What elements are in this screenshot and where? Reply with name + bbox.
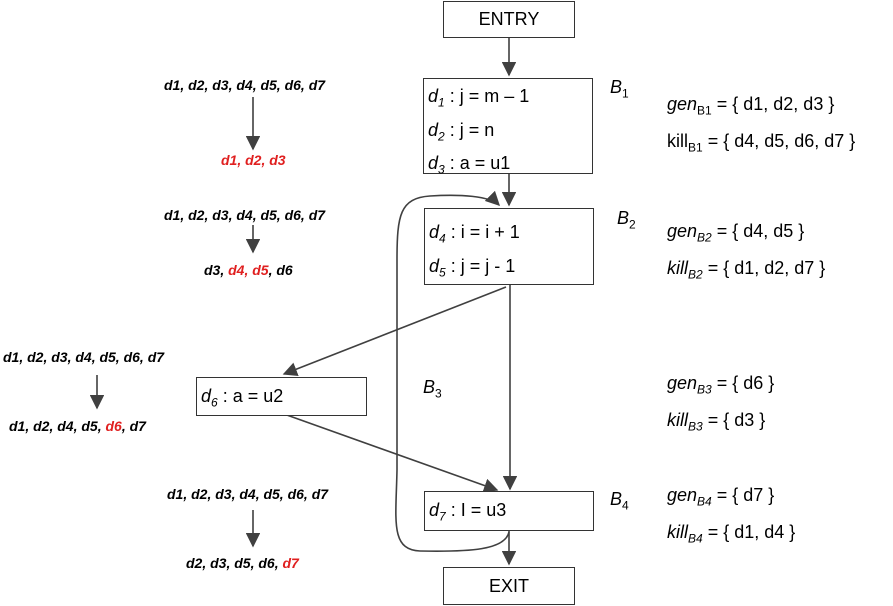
block-label-b2: B2: [617, 208, 636, 232]
stmt-d7: d7 : I = u3: [429, 500, 507, 524]
genkill-b1: genB1 = { d1, d2, d3 } killB1 = { d4, d5…: [667, 89, 855, 162]
stmt-d3: d3 : a = u1: [428, 153, 511, 177]
gen-b1: genB1 = { d1, d2, d3 }: [667, 94, 835, 118]
block-b1: d1 : j = m – 1 d2 : j = n d3 : a = u1: [423, 78, 593, 177]
gen-b2: genB2 = { d4, d5 }: [667, 221, 805, 245]
flow-b2-out: d3, d4, d5, d6: [204, 262, 293, 278]
flow-b2-in: d1, d2, d3, d4, d5, d6, d7: [164, 207, 326, 223]
entry-label: ENTRY: [478, 9, 540, 29]
edge-b3-b4: [283, 413, 499, 493]
flow-b3-out: d1, d2, d4, d5, d6, d7: [9, 418, 146, 434]
kill-b1: killB1 = { d4, d5, d6, d7 }: [667, 130, 856, 155]
stmt-d2: d2 : j = n: [428, 119, 495, 144]
kill-b4: killB4 = { d1, d4 }: [667, 521, 796, 546]
block-b4: d7 : I = u3: [424, 491, 594, 531]
genkill-b4: genB4 = { d7 } killB4 = { d1, d4 }: [667, 480, 795, 553]
block-label-b3: B3: [423, 377, 442, 401]
exit-node: EXIT: [443, 567, 575, 605]
exit-label: EXIT: [488, 575, 529, 596]
block-label-b4: B4: [610, 489, 629, 513]
stmt-d6: d6 : a = u2: [201, 386, 284, 410]
gen-b4: genB4 = { d7 }: [667, 485, 775, 509]
genkill-b3: genB3 = { d6 } killB3 = { d3 }: [667, 368, 774, 441]
block-b3: d6 : a = u2: [196, 377, 367, 416]
genkill-b2: genB2 = { d4, d5 } killB2 = { d1, d2, d7…: [667, 216, 825, 289]
stmt-d1: d1 : j = m – 1: [428, 86, 530, 110]
kill-b3: killB3 = { d3 }: [667, 409, 766, 434]
stmt-d4: d4 : i = i + 1: [429, 222, 520, 246]
block-label-b1: B1: [610, 77, 629, 101]
flow-b4-in: d1, d2, d3, d4, d5, d6, d7: [167, 486, 329, 502]
entry-node: ENTRY: [443, 1, 575, 38]
kill-b2: killB2 = { d1, d2, d7 }: [667, 257, 826, 282]
flow-b1-out: d1, d2, d3: [221, 152, 286, 168]
stmt-d5: d5 : j = j - 1: [429, 255, 516, 280]
edge-b4-b2-loop: [395, 190, 510, 552]
edge-b2-b3: [282, 286, 507, 376]
gen-b3: genB3 = { d6 }: [667, 373, 775, 397]
flow-b1-in: d1, d2, d3, d4, d5, d6, d7: [164, 77, 326, 93]
flow-b3-in: d1, d2, d3, d4, d5, d6, d7: [3, 349, 165, 365]
block-b2: d4 : i = i + 1 d5 : j = j - 1: [424, 208, 594, 285]
flow-b4-out: d2, d3, d5, d6, d7: [186, 555, 299, 571]
